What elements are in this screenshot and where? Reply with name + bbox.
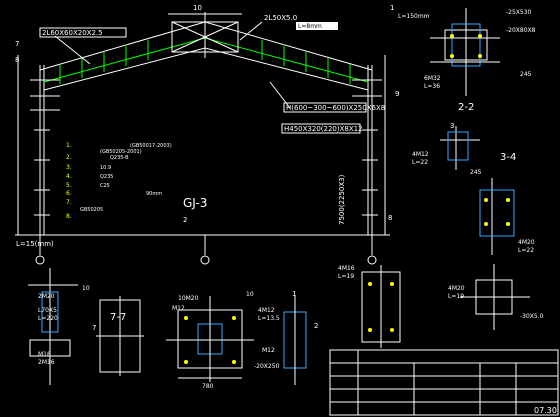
base-detail-e: 4M16 L=19 (338, 265, 401, 348)
base-detail-a: 10 2M20 L70X5 L=220 M16 2M16 (28, 268, 90, 385)
rafter-purlins (59, 40, 351, 84)
detail-1-angle: 245 (520, 71, 532, 78)
base-d-num2: 2 (314, 322, 318, 330)
base-a-len: L=220 (38, 315, 58, 322)
base-d-m12: M12 (262, 347, 275, 354)
base-c-m12: M12 (172, 305, 185, 312)
label-10: 10 (193, 4, 202, 12)
section-2-2: 2-2 (458, 102, 474, 113)
base-d-num: 1 (292, 290, 296, 298)
base-d-len: L=13.5 (258, 315, 280, 322)
section-3-4: 3-4 (500, 152, 516, 163)
detail-1-plate: -25X530 (506, 9, 532, 16)
label-8-right: 8 (388, 214, 392, 222)
callout-top-right-note: L=8mm (298, 23, 322, 30)
sheet-code: 07.30 (534, 406, 557, 415)
base-c-bolt: 10M20 (178, 295, 199, 302)
note-4-code: Q235 (100, 174, 113, 180)
frame-title: GJ-3 (183, 196, 207, 210)
base-c-ten: 10 (246, 291, 254, 298)
base-a-2m16: 2M16 (38, 359, 55, 366)
base-detail-d: 4M12 L=13.5 M12 1 2 (258, 290, 318, 385)
callout-vertical-dim: 7500(2250X3) (338, 174, 346, 225)
rafter-mid (43, 37, 369, 83)
detail-1-bolts: 6M32 (424, 75, 441, 82)
callout-rafter: H(600~300~600)X250X6X8 (269, 81, 385, 113)
label-9: 9 (395, 90, 399, 98)
note-2: 2. (66, 154, 72, 161)
base-a-plate: L70X5 (38, 307, 57, 314)
base-width-label: L=15(mm) (16, 240, 54, 248)
axis-bubbles (35, 255, 377, 265)
callout-top-right: 2L50X5.0 L=8mm (239, 14, 338, 41)
base-f-plate: -30X5.0 (520, 313, 544, 320)
label-8-top: 8 (15, 56, 19, 64)
callout-top-left-text: 2L60X60X20X2.5 (42, 29, 103, 37)
base-c-dim: 780 (202, 383, 214, 390)
note-5-code: C25 (100, 183, 110, 189)
detail-4-bolts: 4M20 (518, 239, 535, 246)
note-3-code: 10.9 (100, 165, 111, 171)
base-detail-f: 4M20 L=19 -30X5.0 (448, 264, 544, 330)
detail-1-len: L=150mm (398, 13, 430, 20)
detail-1-plate2: -20X80X8 (506, 27, 536, 34)
base-f-len: L=19 (448, 293, 464, 300)
note-8-code: GB50205 (80, 207, 103, 213)
note-4: 4. (66, 173, 72, 180)
note-1-code: (GB50017-2003) (130, 143, 172, 149)
right-haunch (352, 79, 382, 97)
detail-3-num: 3 (450, 122, 454, 130)
portal-frame (15, 12, 390, 255)
base-a-bolt: 2M20 (38, 293, 55, 300)
callout-column: H450X320(220)X8X12 (281, 123, 363, 134)
base-detail-b: 7-7 7 (92, 296, 144, 376)
base-e-len: L=19 (338, 273, 354, 280)
note-3: 3. (66, 164, 72, 171)
base-a-m16: M16 (38, 351, 51, 358)
callout-top-left: 2L60X60X20X2.5 (39, 27, 127, 65)
callout-rafter-text: H(600~300~600)X250X6X8 (286, 104, 385, 112)
detail-3-plate: L=22 (412, 159, 428, 166)
label-7-top: 7 (15, 40, 19, 48)
apex-truss (168, 12, 242, 58)
detail-4-len: L=22 (518, 247, 534, 254)
base-d-bolt: 4M12 (258, 307, 275, 314)
callout-top-right-text: 2L50X5.0 (264, 14, 297, 22)
note-6-code: 90mm (146, 191, 162, 197)
base-e-bolt: 4M16 (338, 265, 355, 272)
detail-3-bolts: 4M12 (412, 151, 429, 158)
detail-1-num: 1 (390, 4, 394, 12)
base-detail-c: 10M20 M12 -20X250 780 10 (166, 291, 280, 390)
note-6: 6. (66, 190, 72, 197)
base-b-label: 7-7 (110, 312, 126, 323)
general-notes: 1. 2. 3. 4. 5. 6. 7. 8. (GB50017-2003) (… (66, 142, 172, 220)
note-1-code-b: (GB50205-2001) (100, 149, 142, 155)
column-girts (34, 129, 378, 216)
note-2-code: Q235-B (110, 155, 129, 161)
detail-3-angle: 245 (470, 169, 482, 176)
note-8: 8. (66, 213, 72, 220)
detail-1-bolt-len: L=36 (424, 83, 440, 90)
base-c-plate: -20X250 (254, 363, 280, 370)
note-5: 5. (66, 182, 72, 189)
base-b-num: 7 (92, 324, 96, 332)
detail-1: 1 L=150mm -25X530 -20X80X8 6M32 L=36 245 (390, 4, 536, 96)
base-f-bolt: 4M20 (448, 285, 465, 292)
left-haunch (30, 79, 60, 111)
callout-column-text: H450X320(220)X8X12 (284, 125, 363, 133)
frame-count: 2 (183, 216, 187, 224)
note-7: 7. (66, 199, 72, 206)
detail-4: 4M20 L=22 (479, 178, 535, 255)
note-1: 1. (66, 142, 72, 149)
base-a-10: 10 (82, 285, 90, 292)
detail-3: 3 4M12 L=22 245 (412, 122, 482, 176)
title-block: 07.30 (329, 349, 559, 416)
